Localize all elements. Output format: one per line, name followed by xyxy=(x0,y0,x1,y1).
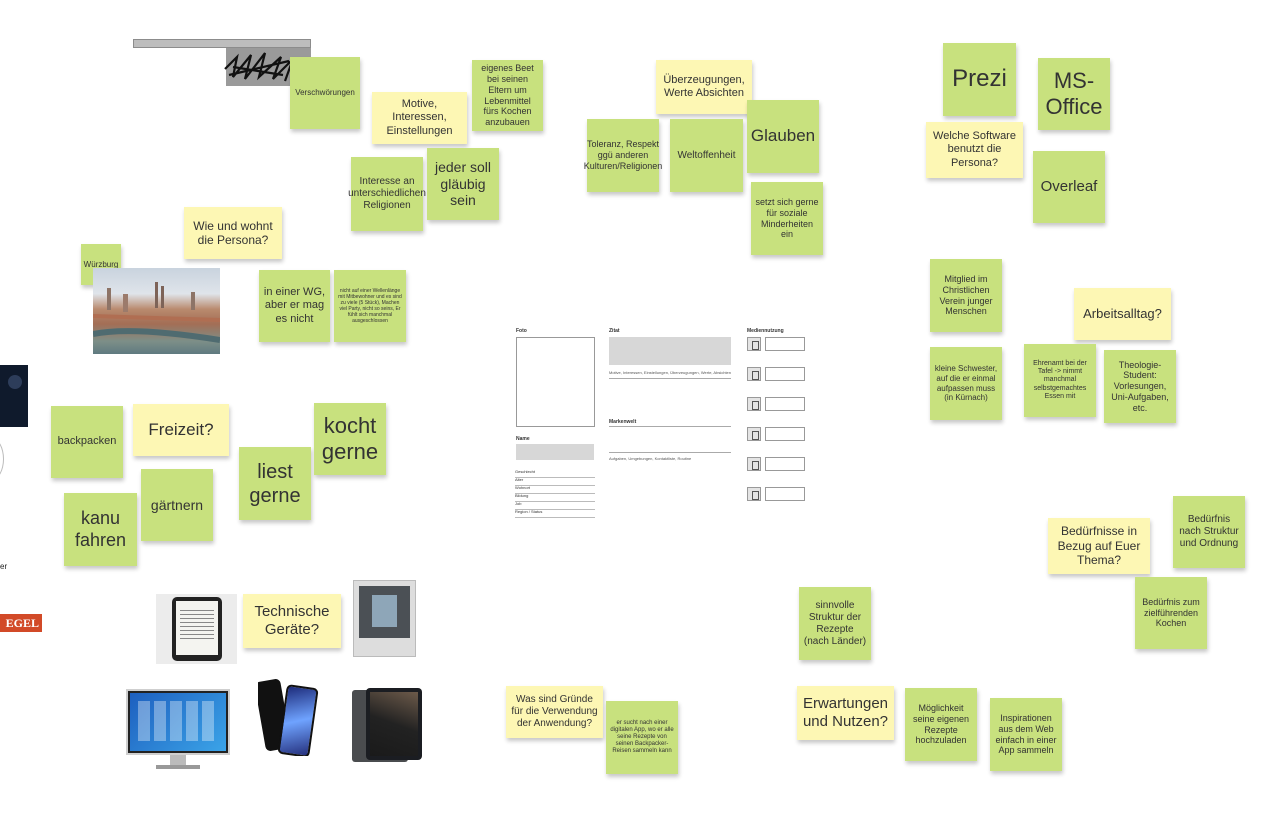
console-icon xyxy=(747,457,761,471)
sticky-note[interactable]: jeder soll gläubig sein xyxy=(427,148,499,220)
media-field[interactable] xyxy=(765,337,805,351)
sticky-note[interactable]: MS-Office xyxy=(1038,58,1110,130)
media-row-laptop[interactable] xyxy=(747,397,809,411)
wuerzburg-city-photo xyxy=(93,268,220,354)
sticky-note[interactable]: Freizeit? xyxy=(133,404,229,456)
sticky-note[interactable]: liest gerne xyxy=(239,447,311,520)
sticky-note[interactable]: Überzeugungen, Werte Absichten xyxy=(656,60,752,114)
sticky-note[interactable]: Bedürfnis nach Struktur und Ordnung xyxy=(1173,496,1245,568)
sticky-note[interactable]: Theologie-Student: Vorlesungen, Uni-Aufg… xyxy=(1104,350,1176,423)
sticky-note[interactable]: Technische Geräte? xyxy=(243,594,341,648)
field-bildung[interactable]: Bildung xyxy=(515,493,595,502)
tv-icon xyxy=(747,427,761,441)
sticky-note[interactable]: Ehrenamt bei der Tafel -> nimmt manchmal… xyxy=(1024,344,1096,417)
sticky-note[interactable]: Wie und wohnt die Persona? xyxy=(184,207,282,259)
sticky-note[interactable]: Bedürfnisse in Bezug auf Euer Thema? xyxy=(1048,518,1150,574)
desktop-monitor-photo xyxy=(126,689,230,771)
field-wohnort[interactable]: Wohnort xyxy=(515,485,595,494)
laptop-icon xyxy=(747,397,761,411)
sticky-note[interactable]: nicht auf einer Wellenlänge mit Mitbewoh… xyxy=(334,270,406,342)
sticky-note[interactable]: backpacken xyxy=(51,406,123,478)
sticky-note[interactable]: Inspirationen aus dem Web einfach in ein… xyxy=(990,698,1062,771)
media-row-ereader[interactable] xyxy=(747,487,809,501)
media-field[interactable] xyxy=(765,367,805,381)
sticky-note[interactable]: in einer WG, aber er mag es nicht xyxy=(259,270,330,342)
sticky-note[interactable]: Mitglied im Christlichen Verein junger M… xyxy=(930,259,1002,332)
tablet-photo xyxy=(352,688,424,762)
divider xyxy=(609,378,731,379)
media-field[interactable] xyxy=(765,427,805,441)
sticky-note[interactable]: kocht gerne xyxy=(314,403,386,475)
media-field[interactable] xyxy=(765,487,805,501)
sticky-note[interactable]: Motive, Interessen, Einstellungen xyxy=(372,92,467,144)
media-row-tv[interactable] xyxy=(747,427,809,441)
sticky-note[interactable]: eigenes Beet bei seinen Eltern um Lebenm… xyxy=(472,60,543,131)
spiegel-logo: EGEL xyxy=(0,614,42,632)
sticky-note[interactable]: Prezi xyxy=(943,43,1016,116)
media-row-smartphone[interactable] xyxy=(747,337,809,351)
foto-label: Foto xyxy=(516,328,527,334)
divider xyxy=(609,452,731,453)
field-region[interactable]: Region / Status xyxy=(515,509,595,518)
sticky-note[interactable]: Welche Software benutzt die Persona? xyxy=(926,122,1023,178)
media-row-tablet[interactable] xyxy=(747,367,809,381)
ereader-icon xyxy=(747,487,761,501)
divider xyxy=(609,426,731,427)
sticky-note[interactable]: Interesse an unterschiedlichen Religione… xyxy=(348,157,426,231)
sticky-note[interactable]: kleine Schwester, auf die er einmal aufp… xyxy=(930,347,1002,420)
motive-line: Motive, Interessen, Einstellungen, Überz… xyxy=(609,370,731,375)
circle-fragment xyxy=(0,438,4,480)
field-alter[interactable]: Alter xyxy=(515,477,595,486)
sticky-note[interactable]: Was sind Gründe für die Verwendung der A… xyxy=(506,686,603,738)
sticky-note[interactable]: sinnvolle Struktur der Rezepte (nach Län… xyxy=(799,587,871,660)
name-label: Name xyxy=(516,436,530,442)
sticky-note[interactable]: kanu fahren xyxy=(64,493,137,566)
smartphones-photo xyxy=(258,678,322,756)
ebook-reader-photo xyxy=(156,594,237,664)
sticky-note[interactable]: Toleranz, Respekt ggü anderen Kulturen/R… xyxy=(584,119,662,192)
sticky-note[interactable]: gärtnern xyxy=(141,469,213,541)
framed-photo xyxy=(353,580,416,657)
field-geschlecht[interactable]: Geschlecht xyxy=(515,469,595,478)
aufgaben-line: Aufgaben, Umgebungen, Kontaktliste, Rout… xyxy=(609,456,692,461)
media-field[interactable] xyxy=(765,397,805,411)
smartphone-icon xyxy=(747,337,761,351)
sticky-note[interactable]: er sucht nach einer digitalen App, wo er… xyxy=(606,701,678,774)
media-row-console[interactable] xyxy=(747,457,809,471)
signature-scribble-image xyxy=(133,39,311,87)
field-job[interactable]: Job xyxy=(515,501,595,510)
name-field[interactable] xyxy=(516,444,594,460)
cut-text: er xyxy=(0,562,8,571)
sticky-note[interactable]: Möglichkeit seine eigenen Rezepte hochzu… xyxy=(905,688,977,761)
sticky-note[interactable]: Verschwörungen xyxy=(290,57,360,129)
sticky-note[interactable]: Weltoffenheit xyxy=(670,119,743,192)
markenwelt-label: Markenwelt xyxy=(609,419,637,425)
media-field[interactable] xyxy=(765,457,805,471)
tablet-icon xyxy=(747,367,761,381)
zitat-label: Zitat xyxy=(609,328,620,334)
dark-photo-fragment xyxy=(0,365,28,427)
zitat-field[interactable] xyxy=(609,337,731,365)
sticky-note[interactable]: Erwartungen und Nutzen? xyxy=(797,686,894,740)
sticky-note[interactable]: Arbeitsalltag? xyxy=(1074,288,1171,340)
sticky-note[interactable]: Glauben xyxy=(747,100,819,173)
sticky-note[interactable]: Bedürfnis zum zielführenden Kochen xyxy=(1135,577,1207,649)
sticky-note[interactable]: setzt sich gerne für soziale Minderheite… xyxy=(751,182,823,255)
persona-template: Foto Zitat Motive, Interessen, Einstellu… xyxy=(512,326,812,522)
mediennutzung-label: Mediennutzung xyxy=(747,328,784,334)
foto-box[interactable] xyxy=(516,337,595,427)
sticky-note[interactable]: Overleaf xyxy=(1033,151,1105,223)
